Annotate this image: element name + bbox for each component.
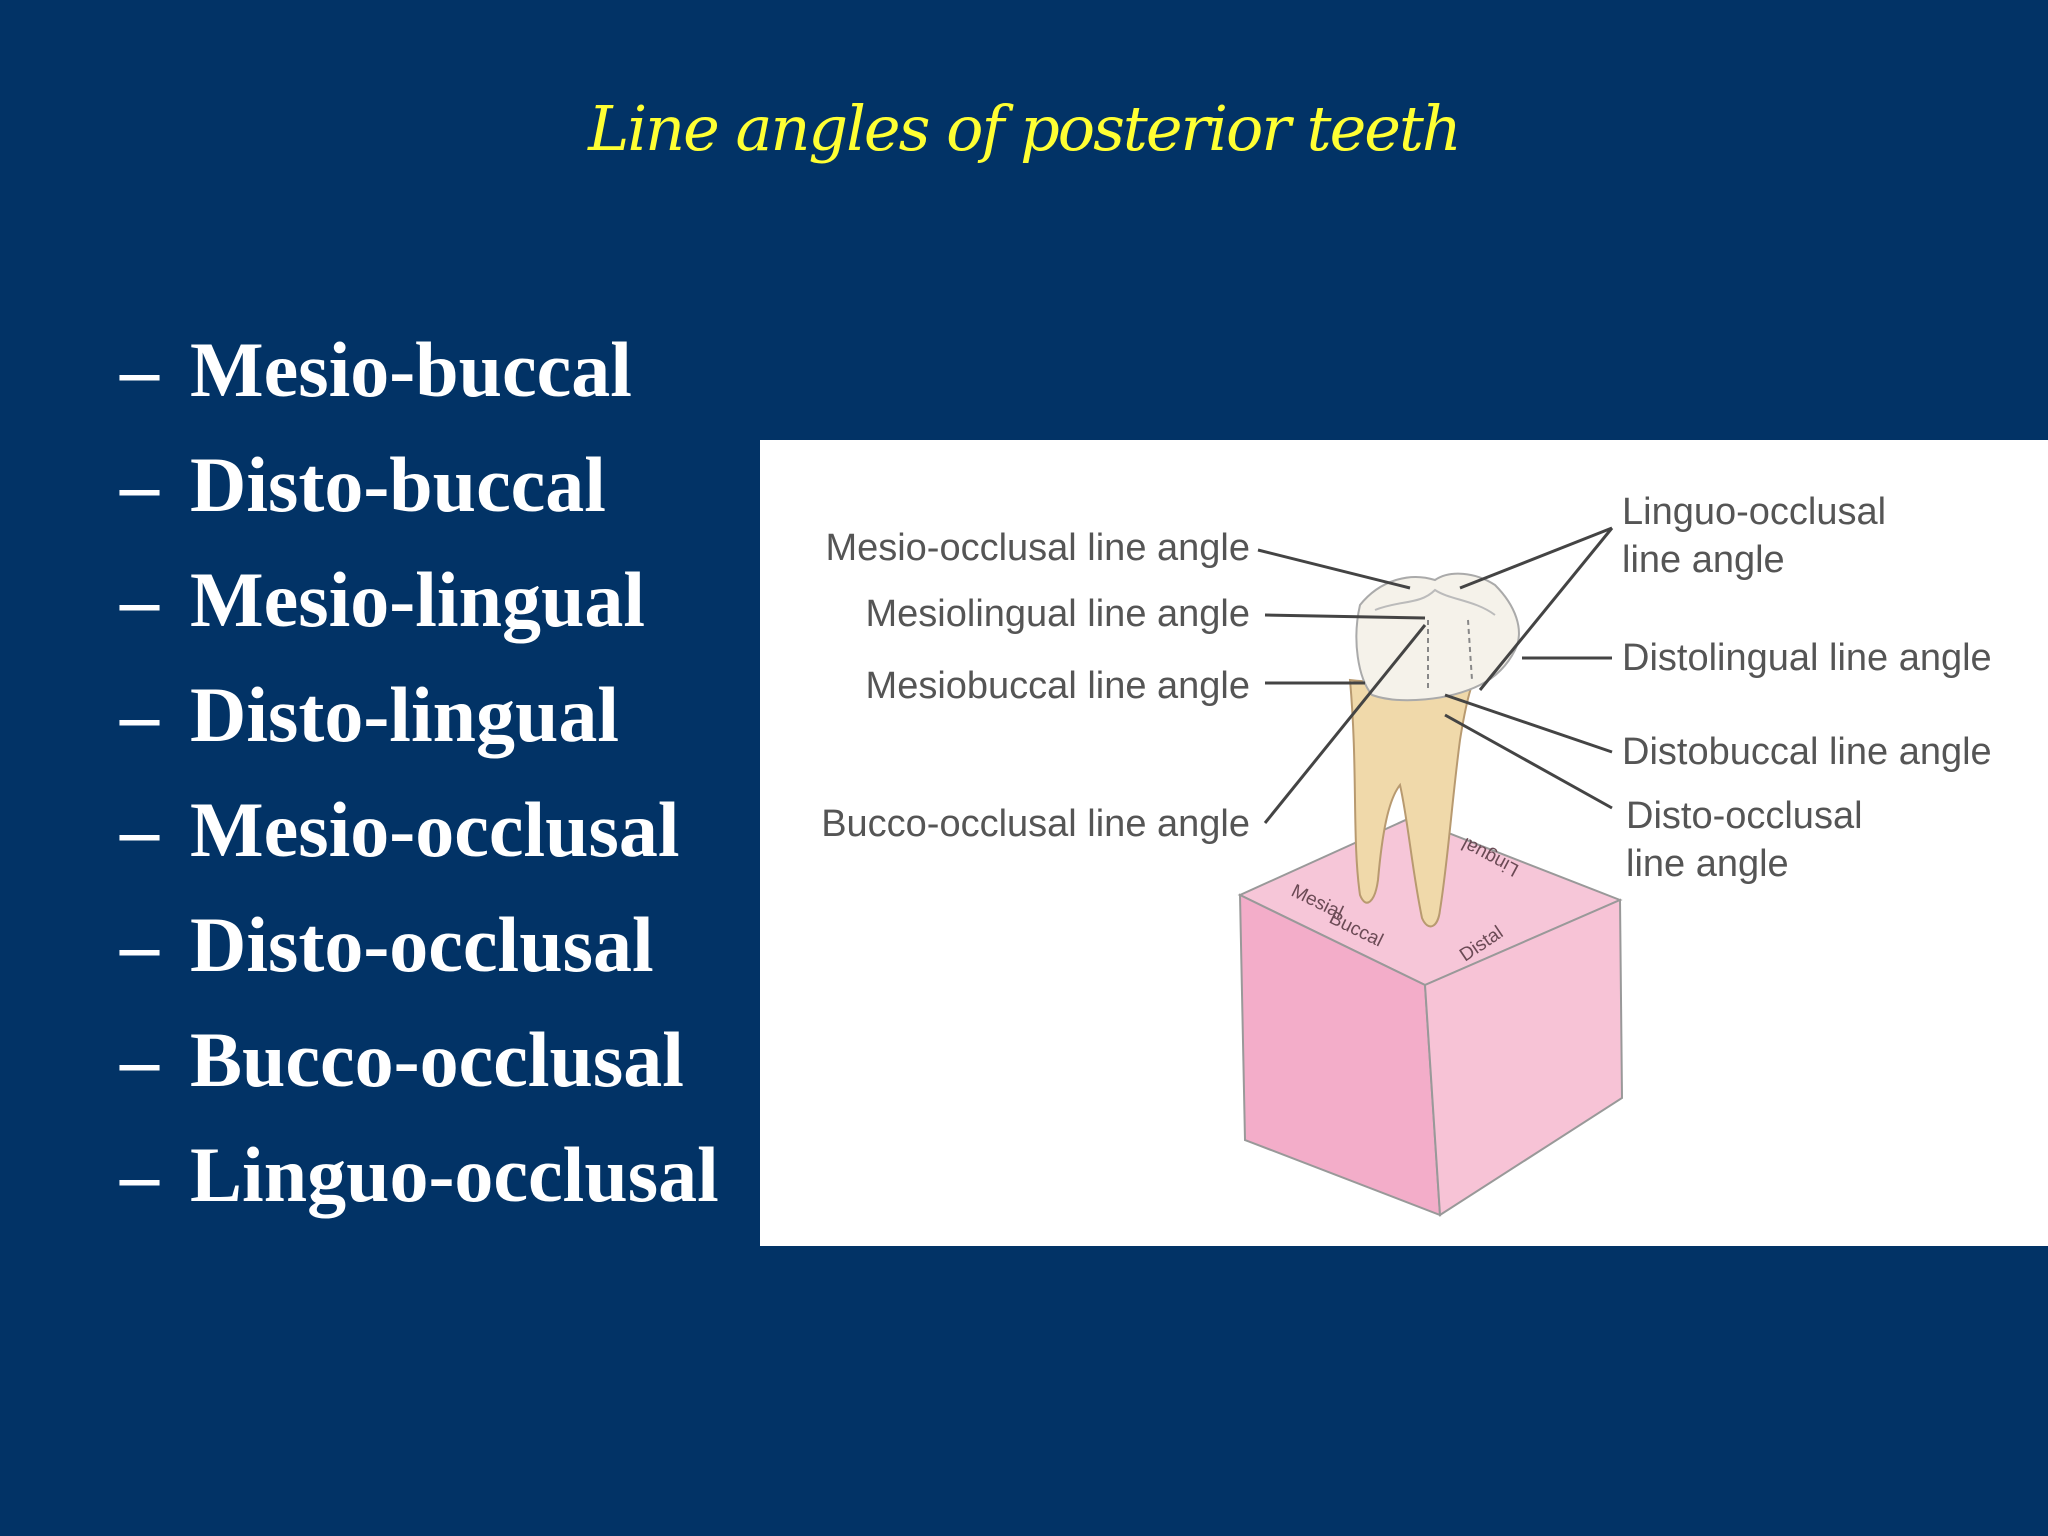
label-bucco-occlusal-line-angle: Bucco-occlusal line angle: [821, 803, 1250, 845]
label-linguo-occlusal-line2: line angle: [1622, 539, 1785, 581]
list-item: –Disto-buccal: [120, 427, 719, 542]
tooth-diagram: Mesial Lingual Buccal Distal Mesio-occlu…: [821, 491, 1992, 1217]
label-mesio-occlusal-line-angle: Mesio-occlusal line angle: [825, 527, 1250, 569]
label-distobuccal-line-angle: Distobuccal line angle: [1622, 731, 1992, 773]
label-mesiolingual-line-angle: Mesiolingual line angle: [866, 593, 1250, 635]
slide-title: Line angles of posterior teeth: [588, 92, 1462, 165]
list-item: –Disto-occlusal: [120, 887, 719, 1002]
leader-mesio-occlusal: [1257, 548, 1411, 590]
label-linguo-occlusal-line1: Linguo-occlusal: [1622, 491, 1886, 533]
tooth-diagram-panel: Mesial Lingual Buccal Distal Mesio-occlu…: [760, 440, 2048, 1246]
bullet-dash: –: [120, 556, 159, 643]
list-item: –Linguo-occlusal: [120, 1117, 719, 1232]
leader-linguo-occlusal-a: [1459, 526, 1613, 590]
list-item-label: Mesio-occlusal: [190, 786, 680, 873]
leader-distobuccal: [1444, 693, 1613, 754]
tooth-line-angle-dashes: [1427, 619, 1473, 690]
cube-right-face: [1423, 898, 1624, 1217]
list-item-label: Linguo-occlusal: [190, 1131, 719, 1218]
list-item-label: Bucco-occlusal: [190, 1016, 684, 1103]
bullet-dash: –: [120, 1016, 159, 1103]
label-distolingual-line-angle: Distolingual line angle: [1622, 637, 1992, 679]
bullet-dash: –: [120, 786, 159, 873]
list-item-label: Disto-occlusal: [190, 901, 654, 988]
list-item: –Mesio-occlusal: [120, 772, 719, 887]
leader-bucco-occlusal: [1263, 624, 1427, 824]
list-item-label: Disto-buccal: [190, 441, 606, 528]
list-item: –Mesio-buccal: [120, 312, 719, 427]
list-item: –Disto-lingual: [120, 657, 719, 772]
leader-disto-occlusal: [1444, 713, 1613, 810]
list-item: –Bucco-occlusal: [120, 1002, 719, 1117]
list-item-label: Disto-lingual: [190, 671, 620, 758]
bullet-dash: –: [120, 326, 159, 413]
list-item-label: Mesio-lingual: [190, 556, 646, 643]
leader-mesiolingual: [1264, 613, 1426, 620]
label-disto-occlusal-line1: Disto-occlusal: [1626, 795, 1863, 837]
bullet-dash: –: [120, 901, 159, 988]
leader-linguo-occlusal-b: [1478, 527, 1614, 691]
list-item-label: Mesio-buccal: [190, 326, 632, 413]
label-mesiobuccal-line-angle: Mesiobuccal line angle: [866, 665, 1250, 707]
line-angle-list: –Mesio-buccal –Disto-buccal –Mesio-lingu…: [120, 312, 719, 1232]
label-disto-occlusal-line2: line angle: [1626, 843, 1789, 885]
tooth-occlusal-cusps: [1374, 588, 1496, 616]
bullet-dash: –: [120, 1131, 159, 1218]
list-item: –Mesio-lingual: [120, 542, 719, 657]
bullet-dash: –: [120, 441, 159, 528]
bullet-dash: –: [120, 671, 159, 758]
